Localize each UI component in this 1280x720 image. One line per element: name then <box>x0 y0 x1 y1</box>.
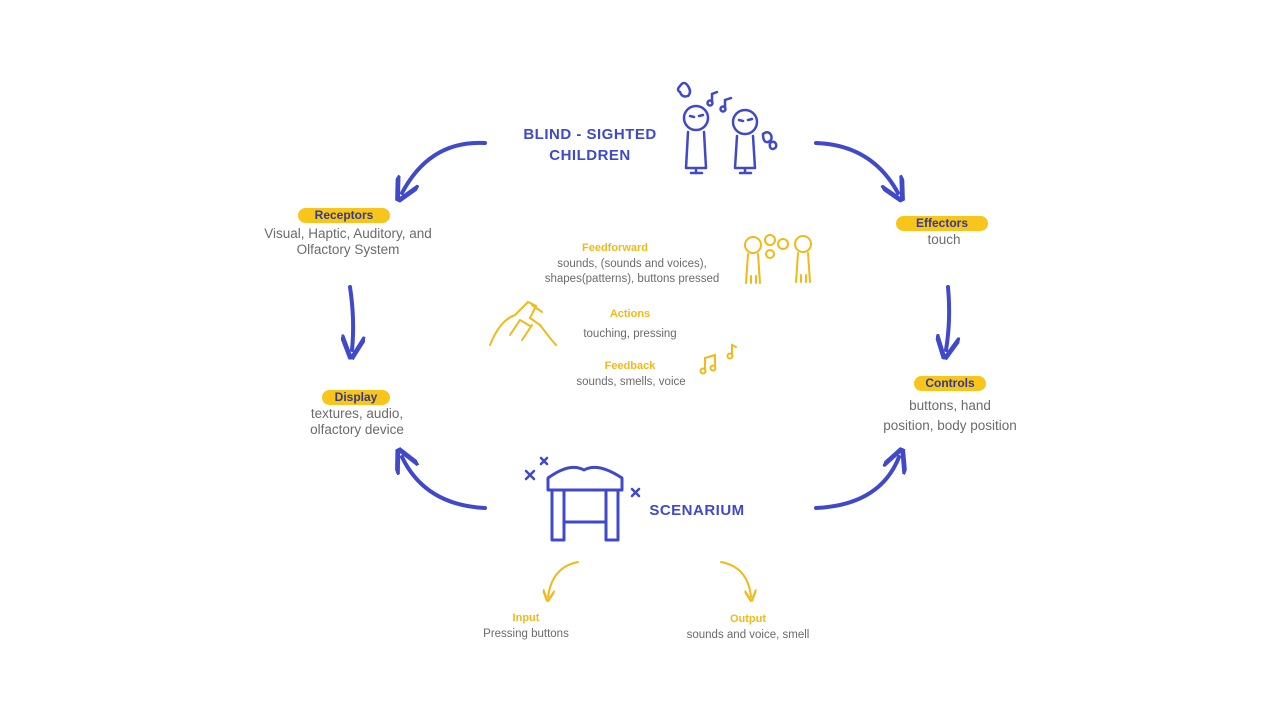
bottom-title: SCENARIUM <box>645 500 749 521</box>
arrow-children-to-effectors <box>816 143 898 193</box>
furniture-box-icon <box>548 467 622 540</box>
music-notes-icon <box>701 345 737 374</box>
arrow-effectors-to-controls <box>946 287 949 350</box>
feedforward-text-line-1: sounds, (sounds and voices), <box>516 257 748 272</box>
hands-touching-icon <box>490 302 556 345</box>
arrow-scenarium-to-display <box>402 457 485 508</box>
display-text-line-2: olfactory device <box>282 422 432 438</box>
arrow-receptors-to-display <box>350 287 353 350</box>
children-talking-icon <box>745 235 811 283</box>
arrow-to-output <box>721 562 751 597</box>
effectors-text: touch <box>884 232 1004 248</box>
top-title-line-2: CHILDREN <box>510 145 670 166</box>
controls-text-line-1: buttons, hand <box>860 396 1040 416</box>
top-title: BLIND - SIGHTED CHILDREN <box>510 124 670 166</box>
receptors-text-line-1: Visual, Haptic, Auditory, and <box>236 226 460 242</box>
actions-label: Actions <box>590 308 670 320</box>
top-title-line-1: BLIND - SIGHTED <box>510 124 670 145</box>
controls-label: Controls <box>914 376 986 391</box>
arrow-to-input <box>548 562 578 597</box>
receptors-label: Receptors <box>298 208 390 223</box>
display-text: textures, audio, olfactory device <box>282 406 432 438</box>
two-children-icon <box>678 83 776 173</box>
controls-text: buttons, hand position, body position <box>860 396 1040 436</box>
display-text-line-1: textures, audio, <box>282 406 432 422</box>
feedforward-label: Feedforward <box>560 242 670 254</box>
effectors-label: Effectors <box>896 216 988 231</box>
arrow-children-to-receptors <box>402 143 485 193</box>
controls-text-line-2: position, body position <box>860 416 1040 436</box>
display-label: Display <box>322 390 390 405</box>
receptors-text: Visual, Haptic, Auditory, and Olfactory … <box>236 226 460 258</box>
output-label: Output <box>718 613 778 625</box>
arrow-scenarium-to-controls <box>816 457 899 508</box>
feedback-text: sounds, smells, voice <box>556 374 706 390</box>
input-label: Input <box>496 612 556 624</box>
receptors-text-line-2: Olfactory System <box>236 242 460 258</box>
feedback-label: Feedback <box>590 360 670 372</box>
actions-text: touching, pressing <box>560 326 700 342</box>
output-text: sounds and voice, smell <box>666 627 830 643</box>
feedforward-text-line-2: shapes(patterns), buttons pressed <box>516 272 748 287</box>
input-text: Pressing buttons <box>456 626 596 642</box>
feedforward-text: sounds, (sounds and voices), shapes(patt… <box>516 257 748 287</box>
